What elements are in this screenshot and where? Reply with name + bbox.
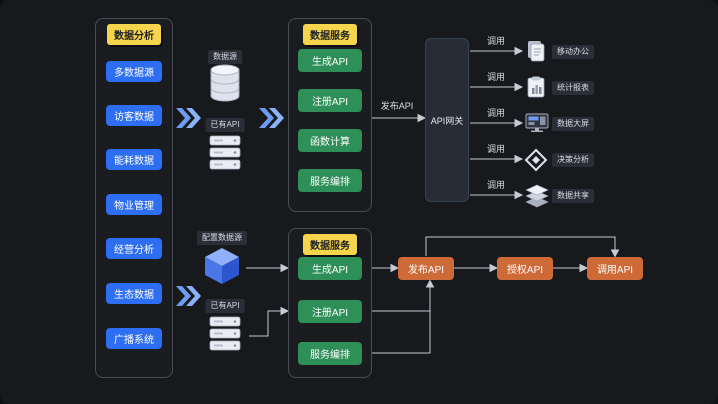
- service-node-register-api-bottom: 注册API: [298, 300, 362, 323]
- data-analysis-title: 数据分析: [107, 24, 161, 45]
- step-call-api: 调用API: [587, 257, 643, 280]
- call-label-4: 调用: [486, 144, 506, 154]
- data-service-panel-bottom: 数据服务 生成API 注册API 服务编排: [288, 228, 372, 378]
- call-label-3: 调用: [486, 108, 506, 118]
- source-node-energy-data: 能耗数据: [106, 149, 162, 170]
- existing-api-label-bottom: 已有API: [205, 299, 245, 313]
- data-service-title-bottom: 数据服务: [303, 234, 357, 255]
- service-node-generate-api-bottom: 生成API: [298, 257, 362, 280]
- service-node-generate-api: 生成API: [298, 49, 362, 72]
- cube-to-service-arrow: [246, 263, 290, 273]
- service-node-orchestration-bottom: 服务编排: [298, 342, 362, 365]
- config-datasource-label: 配置数据源: [197, 231, 247, 245]
- call-arrow-4: [470, 154, 524, 164]
- service-node-function-compute: 函数计算: [298, 129, 362, 152]
- generate-to-publish-arrow: [372, 263, 400, 273]
- diamond-icon: [524, 148, 548, 172]
- step-authorize-api: 授权API: [497, 257, 553, 280]
- call-label-2: 调用: [486, 72, 506, 82]
- service-node-orchestration: 服务编排: [298, 169, 362, 192]
- data-service-panel-top: 数据服务 生成API 注册API 函数计算 服务编排: [288, 18, 372, 212]
- data-analysis-panel: 数据分析 多数据源 访客数据 能耗数据 物业管理 经营分析 生态数据 广播系统: [95, 18, 173, 378]
- consumer-label-data-bigscreen: 数据大屏: [552, 117, 594, 131]
- step-publish-api: 发布API: [398, 257, 454, 280]
- source-node-business-analysis: 经营分析: [106, 238, 162, 259]
- report-icon: [524, 75, 548, 99]
- consumer-label-mobile-office: 移动办公: [552, 45, 594, 59]
- server-icon: [207, 132, 243, 174]
- server-icon: [207, 313, 243, 355]
- consumer-label-data-sharing: 数据共享: [552, 189, 594, 203]
- api-gateway-node: API网关: [425, 38, 469, 202]
- publish-arrow: [372, 113, 427, 123]
- documents-icon: [524, 39, 548, 63]
- publish-to-authorize-arrow: [454, 263, 499, 273]
- consumer-label-decision-analysis: 决策分析: [552, 153, 594, 167]
- call-label-5: 调用: [486, 180, 506, 190]
- call-arrow-1: [470, 46, 524, 56]
- chevron-double-right-icon: [175, 283, 201, 309]
- consumer-label-stat-report: 统计报表: [552, 81, 594, 95]
- datasource-label: 数据源: [208, 50, 242, 64]
- orchestrate-to-publish-arrow: [372, 279, 435, 354]
- existing-api-label-top: 已有API: [205, 118, 245, 132]
- database-icon: [206, 62, 244, 106]
- layers-icon: [524, 184, 550, 208]
- call-label-1: 调用: [486, 36, 506, 46]
- chevron-double-right-icon: [175, 105, 201, 131]
- call-arrow-2: [470, 82, 524, 92]
- api-gateway-label: API网关: [430, 115, 464, 126]
- data-service-title-top: 数据服务: [303, 24, 357, 45]
- source-node-visitor-data: 访客数据: [106, 105, 162, 126]
- server-to-service-arrow: [249, 306, 290, 337]
- screen-icon: [524, 112, 550, 134]
- source-node-property-mgmt: 物业管理: [106, 194, 162, 215]
- chevron-double-right-icon: [258, 105, 284, 131]
- authorize-to-call-arrow: [553, 263, 589, 273]
- publish-api-arrow-label: 发布API: [380, 101, 414, 111]
- cube-icon: [202, 245, 242, 287]
- call-arrow-3: [470, 118, 524, 128]
- source-node-multi-datasource: 多数据源: [106, 61, 162, 82]
- call-arrow-5: [470, 190, 524, 200]
- source-node-eco-data: 生态数据: [106, 283, 162, 304]
- publish-bypass-to-call-arrow: [425, 236, 620, 258]
- service-node-register-api: 注册API: [298, 89, 362, 112]
- source-node-broadcast-system: 广播系统: [106, 328, 162, 349]
